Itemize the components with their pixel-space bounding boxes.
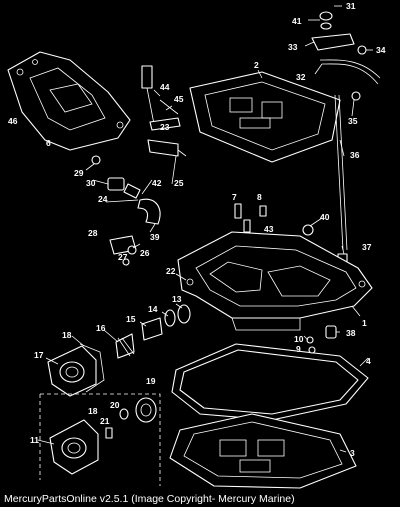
callout-36: 36: [350, 150, 360, 160]
callout-24: 24: [98, 194, 108, 204]
leader-lines: [37, 5, 373, 453]
gasket-2: [189, 71, 341, 163]
callout-26: 26: [140, 248, 150, 258]
callout-45: 45: [174, 94, 184, 104]
callout-20: 20: [110, 400, 120, 410]
callout-34: 34: [376, 45, 386, 55]
dashed-group-box: [39, 393, 161, 486]
callout-33: 33: [288, 42, 298, 52]
callout-31: 31: [346, 1, 356, 11]
diagram-canvas: 31 41 33 34 2 32 44 45 23 46 6 35 36 29 …: [7, 1, 386, 489]
callout-44: 44: [160, 82, 170, 92]
callout-2: 2: [254, 60, 259, 70]
cover-17-18: [47, 343, 105, 397]
water-tube-parts: [91, 139, 187, 225]
callout-3: 3: [350, 448, 355, 458]
callout-21: 21: [100, 416, 110, 426]
callout-17: 17: [34, 350, 44, 360]
cover-11-assembly: [49, 397, 157, 475]
callout-30: 30: [86, 178, 96, 188]
callout-9: 9: [296, 344, 301, 354]
callout-13: 13: [172, 294, 182, 304]
callout-23: 23: [160, 122, 170, 132]
callout-15: 15: [126, 314, 136, 324]
callout-11: 11: [30, 435, 39, 445]
callout-39: 39: [150, 232, 160, 242]
callout-37: 37: [362, 242, 372, 252]
callout-28: 28: [88, 228, 98, 238]
seal-ring-4: [171, 343, 369, 421]
callout-8: 8: [257, 192, 262, 202]
callout-41: 41: [292, 16, 302, 26]
callout-25: 25: [174, 178, 184, 188]
gasket-3: [169, 413, 357, 489]
callout-19: 19: [146, 376, 156, 386]
callout-38: 38: [346, 328, 356, 338]
callout-43: 43: [264, 224, 274, 234]
callout-40: 40: [320, 212, 330, 222]
callout-7: 7: [232, 192, 237, 202]
fittings-28-27-26: [109, 235, 137, 266]
callout-35: 35: [348, 116, 358, 126]
callout-27: 27: [118, 252, 128, 262]
parts-10-9-38: [306, 325, 337, 354]
callout-22: 22: [166, 266, 176, 276]
main-adaptor-plate-1: [177, 231, 373, 331]
parts-44-45-23: [141, 65, 181, 131]
callout-1: 1: [362, 318, 367, 328]
callout-6: 6: [46, 138, 51, 148]
callout-42: 42: [152, 178, 162, 188]
callout-4: 4: [366, 356, 371, 366]
callout-14: 14: [148, 304, 158, 314]
dipstick-assembly: [311, 11, 381, 267]
callout-18-lower: 18: [88, 406, 98, 416]
callout-32: 32: [296, 72, 306, 82]
callout-46: 46: [8, 116, 18, 126]
callout-10: 10: [294, 334, 304, 344]
callout-16: 16: [96, 323, 106, 333]
adaptor-plate-top-left: [7, 51, 131, 151]
callout-18-upper: 18: [62, 330, 72, 340]
copyright-footer: MercuryPartsOnline v2.5.1 (Image Copyrig…: [4, 493, 295, 505]
callout-29: 29: [74, 168, 84, 178]
callout-labels: 31 41 33 34 2 32 44 45 23 46 6 35 36 29 …: [8, 1, 386, 458]
bolts-7-8-43: [234, 203, 314, 236]
seals-and-springs: [115, 304, 191, 359]
